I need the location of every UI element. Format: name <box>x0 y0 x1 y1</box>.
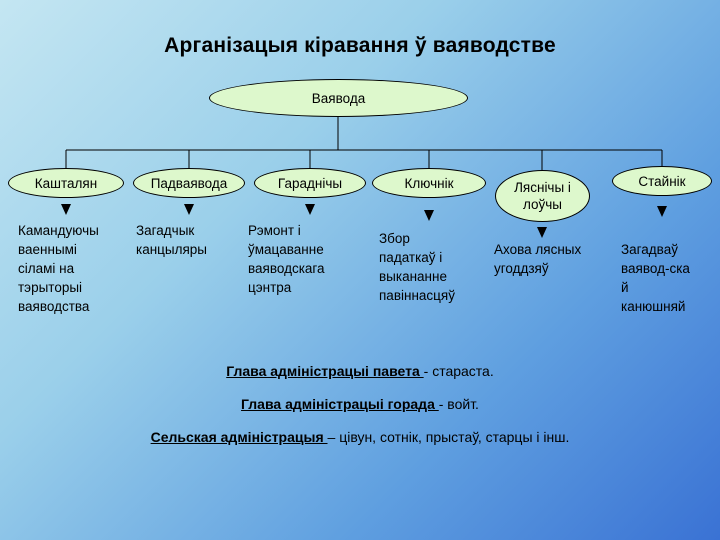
duty-line: павіннасцяў <box>379 288 455 303</box>
duty-line: Рэмонт і <box>248 223 301 238</box>
node-label: Гараднічы <box>277 175 343 191</box>
node-staynik: Стайнік <box>612 166 712 196</box>
note-term: Глава адміністрацыі павета <box>226 363 424 379</box>
duty-line: ўмацаванне <box>248 242 324 257</box>
duty-line: падаткаў і <box>379 250 443 265</box>
node-garadnichy: Гараднічы <box>254 168 366 198</box>
note-village: Сельская адміністрацыя – цівун, сотнік, … <box>0 429 720 445</box>
duty-line: ваяводскага <box>248 261 325 276</box>
duty-line: ваеннымі <box>18 242 77 257</box>
note-text: - стараста. <box>423 363 494 379</box>
duty-line: Збор <box>379 231 410 246</box>
arrow-marker <box>657 206 667 217</box>
node-label: Падваявода <box>150 175 228 191</box>
node-liasnichy: Ляснічы і лоўчы <box>495 170 590 222</box>
note-term: Глава адміністрацыі горада <box>241 396 439 412</box>
note-gorad: Глава адміністрацыі горада - войт. <box>0 396 720 412</box>
duty-kashtalian: Камандуючы ваеннымі сіламі на тэрыторыі … <box>18 221 99 316</box>
note-pavet: Глава адміністрацыі павета - стараста. <box>0 363 720 379</box>
node-label: Ваявода <box>311 90 366 106</box>
duty-line: выкананне <box>379 269 447 284</box>
arrow-marker <box>537 227 547 238</box>
node-label: Стайнік <box>638 173 686 189</box>
duty-line: сіламі на <box>18 261 75 276</box>
node-label: Ключнік <box>404 175 454 191</box>
arrow-marker <box>61 204 71 215</box>
duty-line: й <box>621 280 629 295</box>
note-term: Сельская адміністрацыя <box>150 429 328 445</box>
node-vayavoda: Ваявода <box>209 79 468 117</box>
node-label: Ляснічы і лоўчы <box>514 179 571 213</box>
node-kashtalian: Кашталян <box>8 168 124 198</box>
node-kliuchnik: Ключнік <box>372 168 486 198</box>
node-label-line: Ляснічы і <box>514 180 571 195</box>
arrow-marker <box>184 204 194 215</box>
duty-garadnichy: Рэмонт і ўмацаванне ваяводскага цэнтра <box>248 221 325 297</box>
duty-liasnichy: Ахова лясных угоддзяў <box>494 240 581 278</box>
duty-line: Ахова лясных <box>494 242 582 257</box>
node-label-line: лоўчы <box>522 197 563 212</box>
node-padvayavoda: Падваявода <box>133 168 245 198</box>
node-label: Кашталян <box>34 175 98 191</box>
duty-staynik: Загадваў ваявод-ска й канюшняй <box>621 240 690 316</box>
duty-line: угоддзяў <box>494 261 549 276</box>
duty-line: Камандуючы <box>18 223 99 238</box>
note-text: - войт. <box>438 396 479 412</box>
slide-title: Арганізацыя кіравання ў ваяводстве <box>164 34 556 57</box>
arrow-marker <box>424 210 434 221</box>
duty-line: тэрыторыі <box>18 280 83 295</box>
duty-line: ваяводства <box>18 299 90 314</box>
note-text: – цівун, сотнік, прыстаў, старцы і інш. <box>327 429 570 445</box>
duty-line: канюшняй <box>621 299 686 314</box>
duty-line: ваявод-ска <box>621 261 690 276</box>
duty-line: цэнтра <box>248 280 292 295</box>
duty-line: Загадваў <box>621 242 678 257</box>
duty-padvayavoda: Загадчык канцыляры <box>136 221 207 259</box>
arrow-marker <box>305 204 315 215</box>
duty-line: Загадчык <box>136 223 195 238</box>
duty-line: канцыляры <box>136 242 208 257</box>
duty-kliuchnik: Збор падаткаў і выкананне павіннасцяў <box>379 229 455 305</box>
